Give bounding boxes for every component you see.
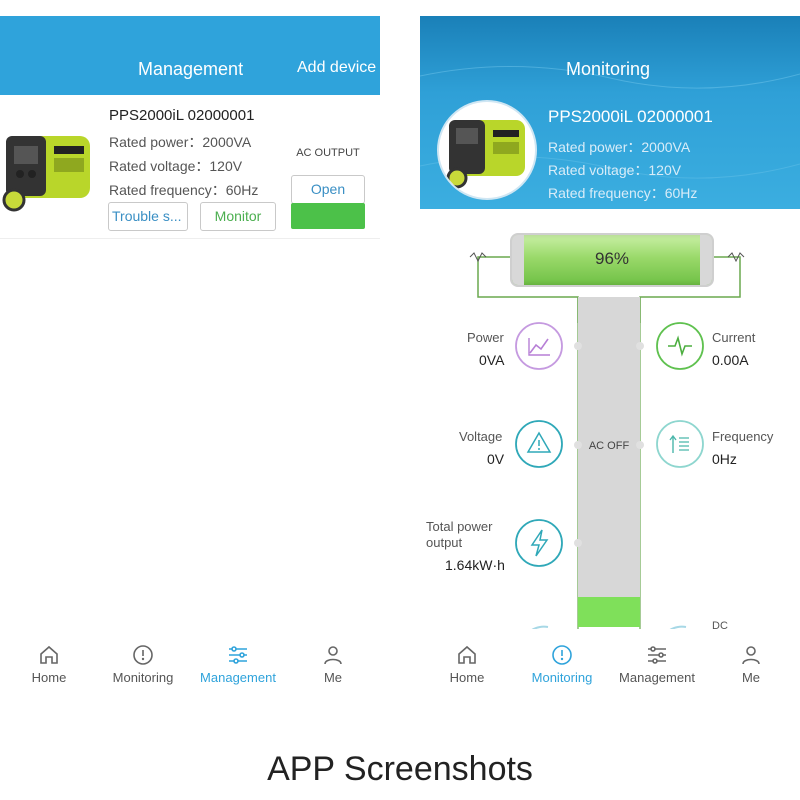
page-title: Management [138,59,244,79]
frequency-value: 0Hz [712,451,737,467]
person-icon [324,646,342,665]
power-diagram [469,252,745,631]
device-avatar [437,100,537,200]
power-label: Power [467,330,504,345]
current-label: Current [712,330,756,345]
sliders-icon [229,646,247,664]
pulse-icon [656,322,704,370]
management-header [0,16,380,95]
troubleshoot-button[interactable]: Trouble s... [108,202,188,231]
monitor-button[interactable]: Monitor [200,202,276,231]
battery-percent: 96% [594,249,630,268]
sliders-icon [648,646,666,664]
gauge-icon [552,645,572,665]
gauge-icon [133,645,153,665]
total-power-value: 1.64kW·h [445,557,505,573]
add-device-button[interactable]: Add device [297,59,377,76]
device-name: PPS2000iL 02000001 [109,107,255,124]
home-icon [40,645,58,664]
lightning-icon [515,519,563,567]
home-icon [458,645,476,664]
open-button[interactable]: Open [291,175,365,204]
rated-frequency: Rated frequency：60Hz [109,182,259,198]
voltage-value: 0V [487,451,505,467]
rated-power: Rated power：2000VA [548,139,691,155]
ac-status: AC OFF [588,440,630,452]
page-title: Monitoring [566,59,651,79]
rated-power: Rated power：2000VA [109,134,252,150]
voltage-label: Voltage [459,429,503,444]
frequency-label: Frequency [712,429,774,444]
rated-voltage: Rated voltage：120V [109,158,243,174]
device-name: PPS2000iL 02000001 [548,107,713,126]
rated-voltage: Rated voltage：120V [548,162,682,178]
chart-icon [515,322,563,370]
ac-output-toggle[interactable] [291,203,365,229]
bottom-nav: Home Monitoring Management Me [420,629,800,699]
power-value: 0VA [479,352,505,368]
ac-output-label: AC OUTPUT [296,147,360,159]
person-icon [742,646,760,665]
generator-thumbnail [2,136,90,212]
rated-frequency: Rated frequency：60Hz [548,185,698,201]
bottom-nav: Home Monitoring Management Me [0,633,380,693]
warning-icon [515,420,563,468]
battery-gauge: 96% [510,233,714,287]
caption: APP Screenshots [267,750,533,788]
total-power-label: Total power output [426,519,493,550]
frequency-icon [656,420,704,468]
current-value: 0.00A [712,352,749,368]
